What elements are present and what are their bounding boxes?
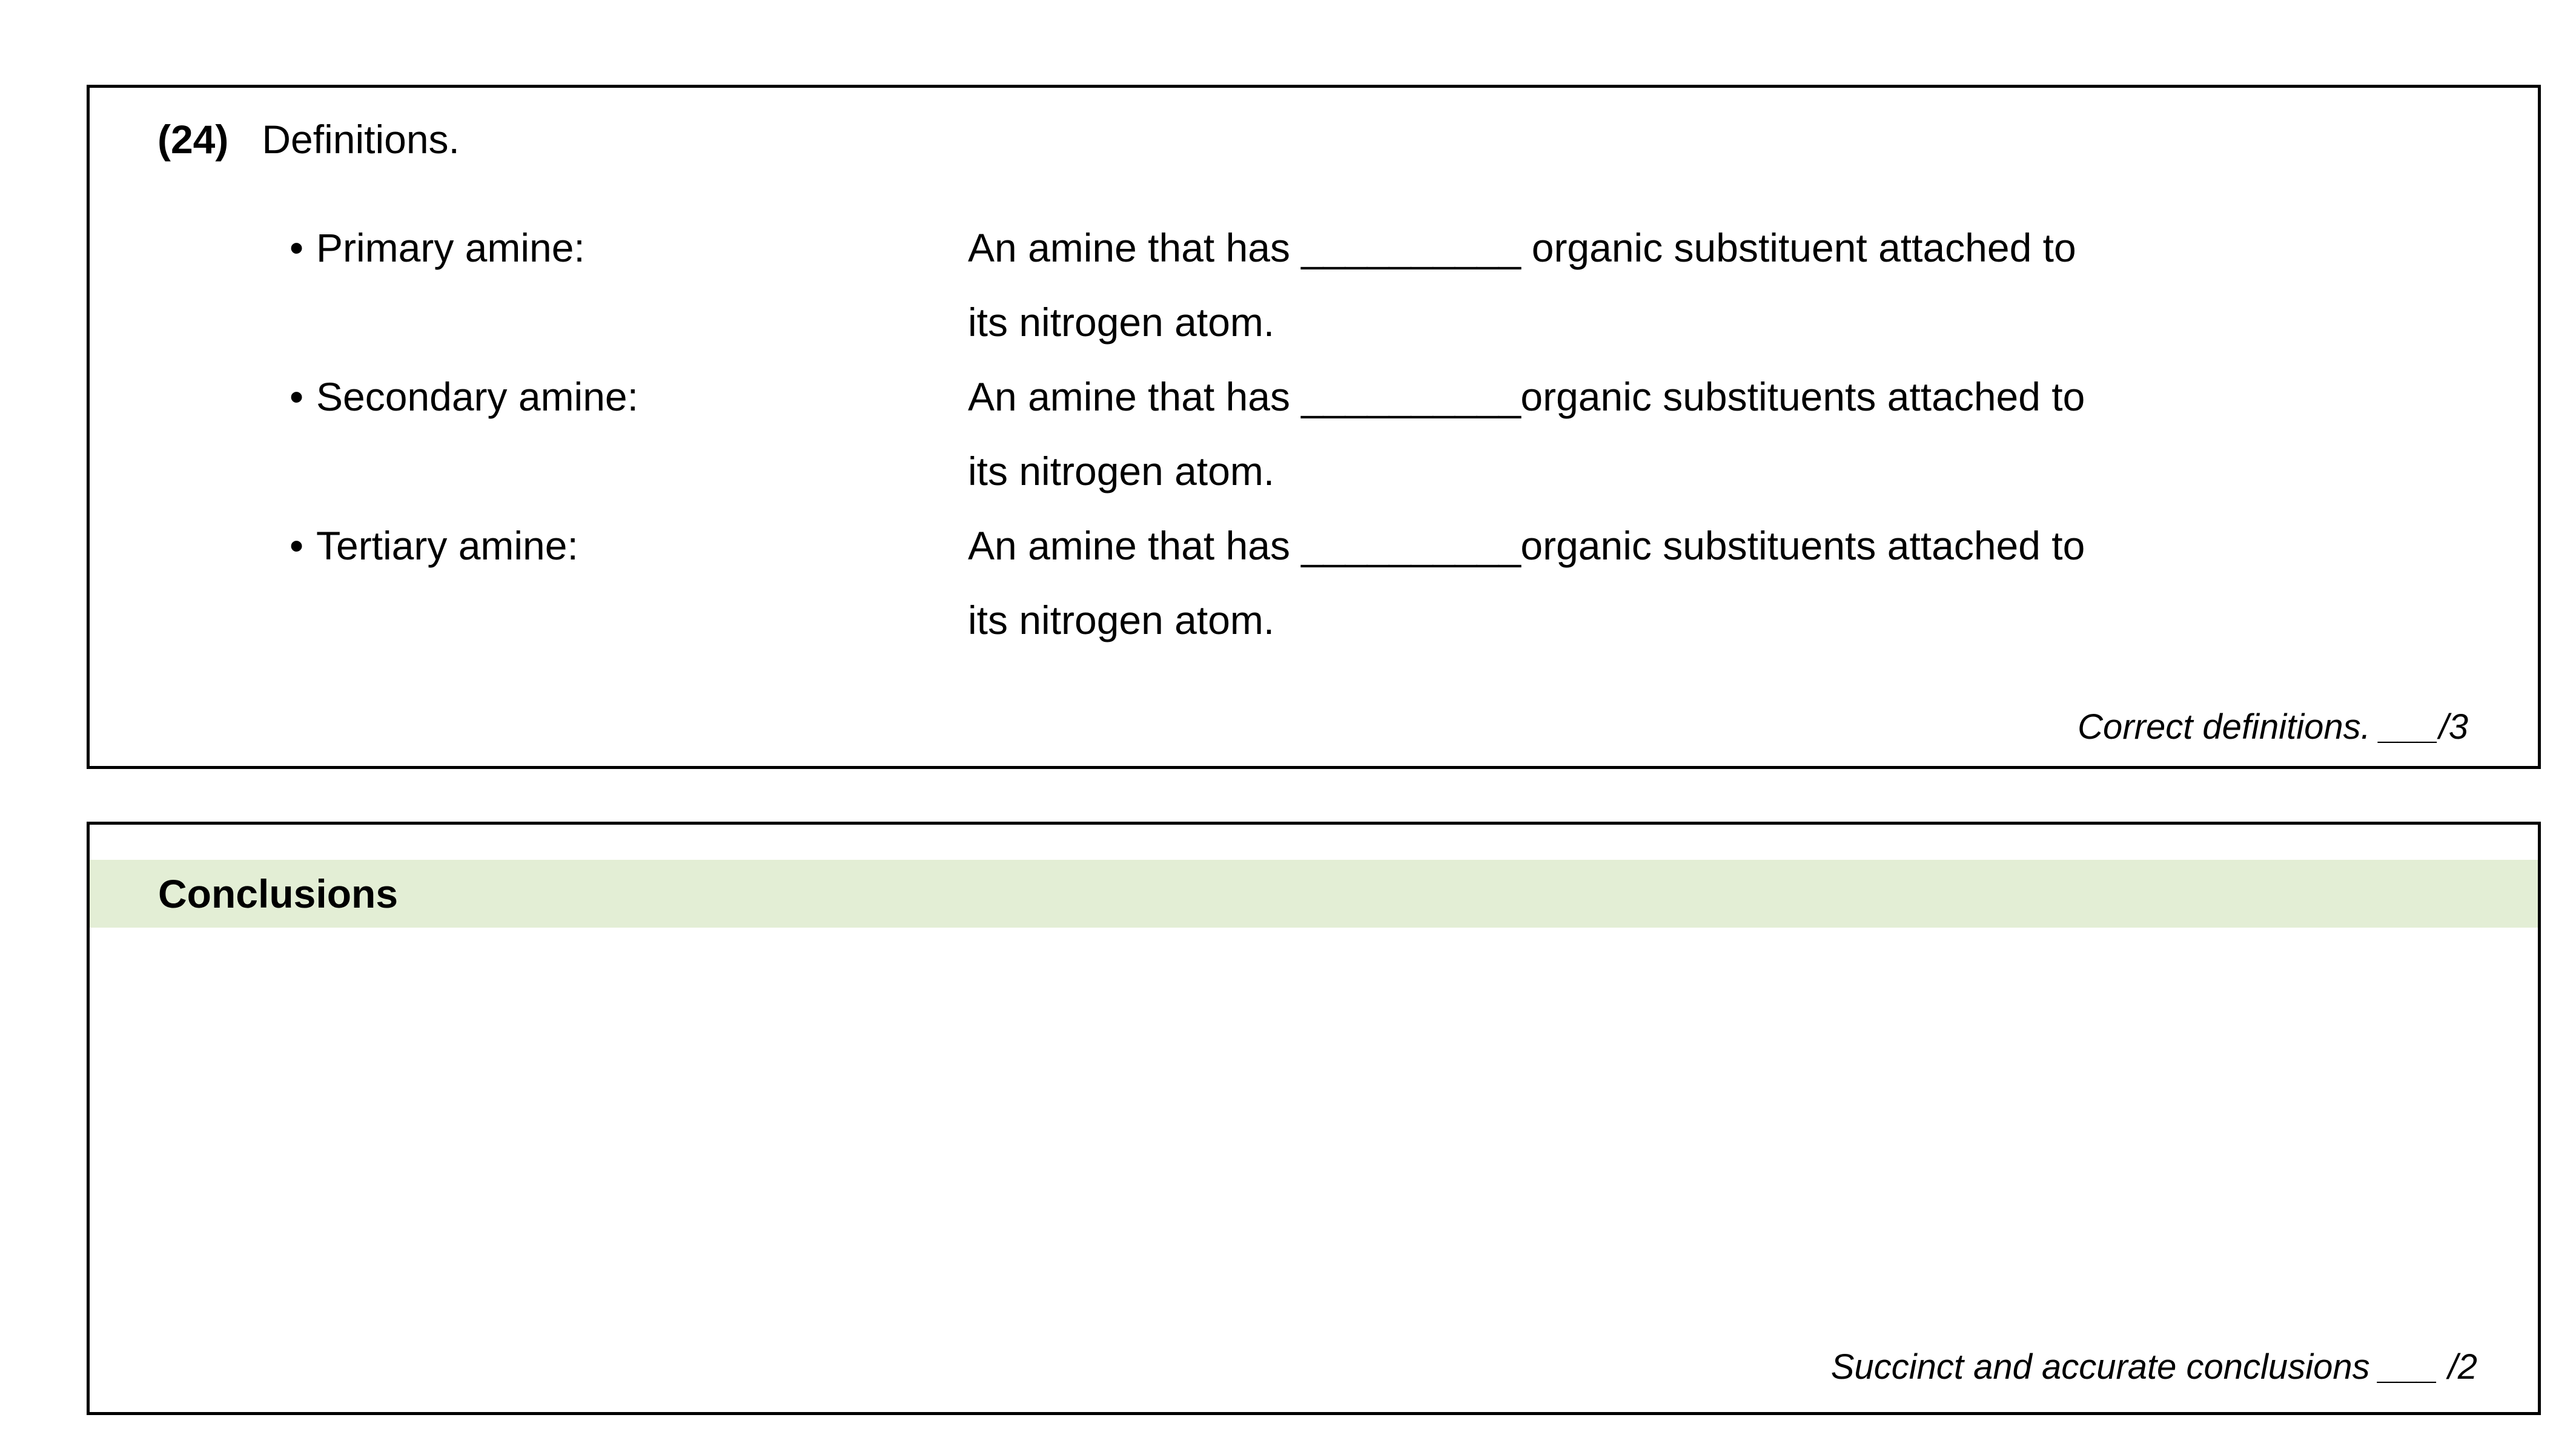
question-score-line: Correct definitions. ___/3	[2078, 710, 2468, 745]
definition-text-before: An amine that has	[968, 225, 1302, 270]
definition-body-secondary: An amine that has __________organic subs…	[968, 360, 2452, 509]
definition-text-after: organic substituent attached to	[1520, 225, 2076, 270]
definition-text-after: organic substituents attached to	[1520, 523, 2085, 568]
score-label: Succinct and accurate conclusions	[1830, 1347, 2370, 1387]
definition-term-primary: • Primary amine:	[290, 211, 585, 285]
definition-term-label: Primary amine:	[316, 225, 585, 270]
conclusions-answer-area[interactable]	[90, 928, 2538, 1327]
question-24-box: (24) Definitions. • Primary amine: An ami…	[87, 85, 2541, 769]
definitions-list: • Primary amine: An amine that has ______…	[290, 211, 2446, 658]
conclusions-score-line: Succinct and accurate conclusions ___ /2	[1831, 1350, 2477, 1385]
definition-text-after: organic substituents attached to	[1520, 374, 2085, 419]
score-blank[interactable]: ___	[2379, 1347, 2439, 1387]
answer-blank-secondary[interactable]: __________	[1301, 374, 1521, 419]
definition-body-tertiary: An amine that has __________organic subs…	[968, 509, 2452, 658]
conclusions-header-band: Conclusions	[90, 860, 2538, 928]
definition-row-tertiary: • Tertiary amine: An amine that has _____…	[290, 509, 2446, 658]
definition-term-secondary: • Secondary amine:	[290, 360, 638, 434]
score-label: Correct definitions.	[2078, 707, 2371, 747]
bullet-icon: •	[290, 225, 304, 270]
score-total: /3	[2439, 707, 2468, 747]
definition-second-line: its nitrogen atom.	[968, 598, 1275, 642]
bullet-icon: •	[290, 374, 304, 419]
definition-term-label: Tertiary amine:	[316, 523, 578, 568]
definition-second-line: its nitrogen atom.	[968, 300, 1275, 345]
definition-term-tertiary: • Tertiary amine:	[290, 509, 578, 583]
question-heading: (24) Definitions.	[157, 119, 460, 159]
definition-body-primary: An amine that has __________ organic sub…	[968, 211, 2452, 360]
question-number: (24)	[157, 117, 229, 162]
definition-text-before: An amine that has	[968, 523, 1302, 568]
answer-blank-primary[interactable]: __________	[1301, 225, 1521, 270]
definition-row-primary: • Primary amine: An amine that has ______…	[290, 211, 2446, 360]
bullet-icon: •	[290, 523, 304, 568]
conclusions-box: Conclusions Succinct and accurate conclu…	[87, 822, 2541, 1415]
question-title: Definitions.	[262, 117, 460, 162]
definition-row-secondary: • Secondary amine: An amine that has ____…	[290, 360, 2446, 509]
answer-blank-tertiary[interactable]: __________	[1301, 523, 1521, 568]
definition-second-line: its nitrogen atom.	[968, 449, 1275, 493]
score-total: /2	[2448, 1347, 2477, 1387]
definition-text-before: An amine that has	[968, 374, 1302, 419]
score-blank[interactable]: ___	[2380, 707, 2439, 747]
conclusions-title: Conclusions	[158, 871, 399, 916]
definition-term-label: Secondary amine:	[316, 374, 638, 419]
